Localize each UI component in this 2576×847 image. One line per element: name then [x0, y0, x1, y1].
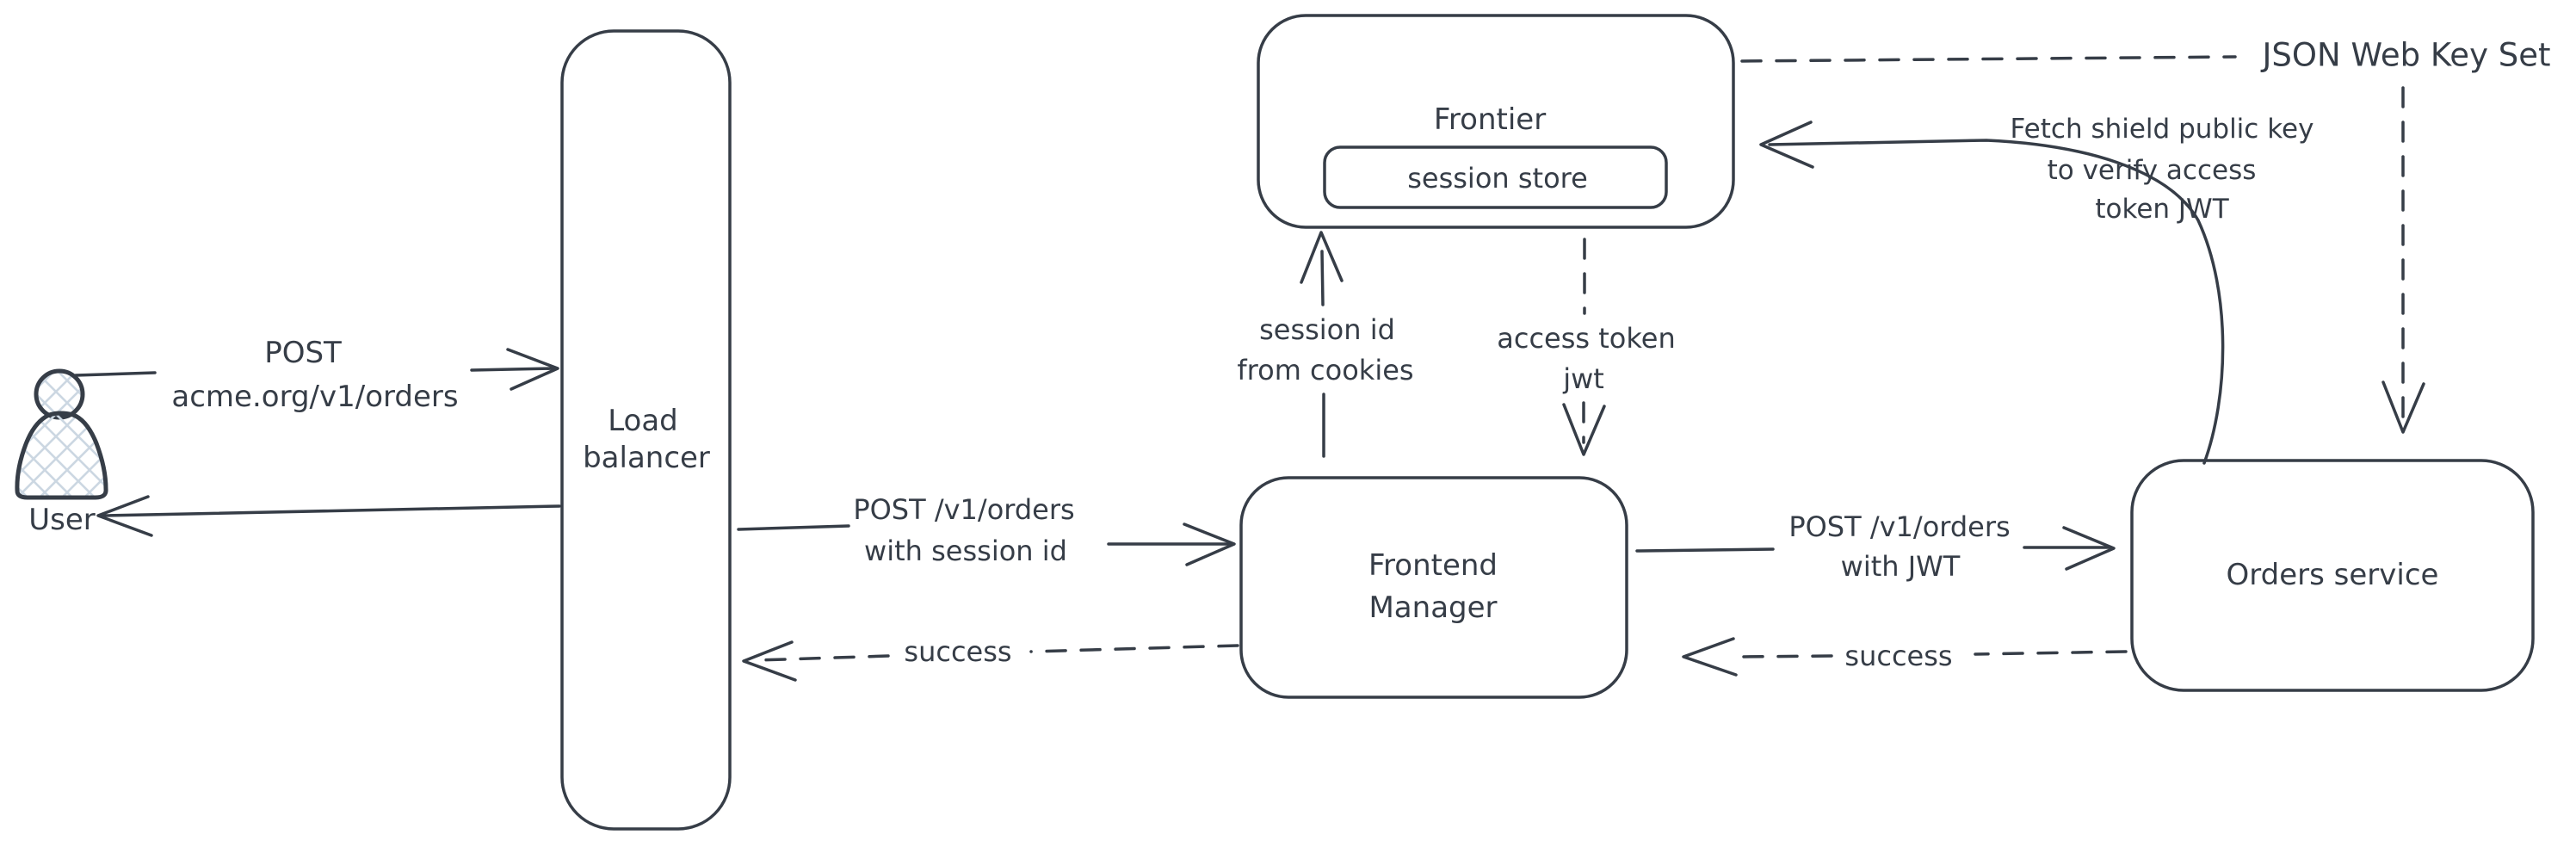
- session-cookies-label-line2: from cookies: [1237, 354, 1413, 386]
- user-body: [15, 411, 108, 500]
- frontend-manager-label-line1: Frontend: [1368, 548, 1498, 583]
- post-jwt-label-line2: with JWT: [1841, 550, 1961, 583]
- post-jwt-label-line1: POST /v1/orders: [1788, 510, 2010, 543]
- arrow-frontend-manager-to-frontier: session id from cookies: [1237, 231, 1414, 458]
- orders-service-label: Orders service: [2227, 558, 2439, 592]
- arrowhead-left: [1759, 121, 1814, 169]
- user-actor: User: [15, 368, 108, 537]
- orders-service-box: [2130, 459, 2535, 692]
- access-token-label-line1: access token: [1497, 322, 1675, 355]
- jwks-annotation: JSON Web Key Set: [1740, 37, 2551, 434]
- frontier-label: Frontier: [1434, 102, 1546, 137]
- frontier-node: Frontier session store: [1257, 14, 1735, 229]
- post-session-label-line1: POST /v1/orders: [853, 493, 1074, 526]
- post-session-label-line2: with session id: [864, 535, 1067, 567]
- user-label: User: [28, 503, 96, 537]
- frontend-manager-node: Frontend Manager: [1239, 476, 1628, 699]
- orders-service-node: Orders service: [2130, 459, 2535, 692]
- arrow-segment: [74, 371, 157, 377]
- arrow-segment: [470, 367, 556, 372]
- load-balancer-label-line1: Load: [608, 404, 678, 438]
- arrowhead-right: [2062, 526, 2116, 571]
- arrow-load-balancer-to-user: [96, 495, 561, 537]
- arrowhead-left: [96, 495, 153, 537]
- success-right-label: success: [1844, 640, 1952, 672]
- fetch-key-label-line1: Fetch shield public key: [2011, 114, 2314, 145]
- arrow-orders-service-to-frontier-fetch-key: Fetch shield public key to verify access…: [1759, 114, 2314, 465]
- fetch-key-label-line3: token JWT: [2095, 194, 2229, 225]
- post-acme-label-line2: acme.org/v1/orders: [171, 380, 458, 414]
- arrow-orders-service-to-frontend-manager-success: success: [1682, 637, 2128, 677]
- arrow-user-to-load-balancer: POST acme.org/v1/orders: [74, 336, 559, 414]
- arrow-frontend-manager-to-load-balancer-success: success: [742, 635, 1239, 682]
- arrowhead-right: [506, 348, 559, 391]
- user-head: [34, 368, 85, 420]
- load-balancer-box: [560, 29, 732, 831]
- arrow-segment: [102, 504, 561, 517]
- arrow-load-balancer-to-frontend-manager: POST /v1/orders with session id: [737, 493, 1236, 567]
- session-store-label: session store: [1407, 162, 1588, 195]
- arrow-segment: [1635, 547, 1775, 553]
- arrow-segment-dashed: [1029, 644, 1239, 653]
- arrow-frontier-to-frontend-manager: access token jwt: [1497, 238, 1676, 456]
- arrow-segment-dashed: [756, 654, 890, 662]
- fetch-key-label-line2: to verify access: [2048, 155, 2257, 186]
- arrowhead-left: [1682, 637, 1738, 677]
- arrow-curve: [1768, 139, 2225, 465]
- success-left-label: success: [904, 635, 1011, 668]
- post-acme-label-line1: POST: [264, 336, 342, 370]
- arrow-segment-dashed: [1974, 650, 2128, 656]
- arrowhead-down: [1562, 403, 1606, 456]
- session-store-box: [1323, 145, 1668, 209]
- arrowhead-down: [2381, 380, 2425, 434]
- load-balancer-node: Load balancer: [560, 29, 732, 831]
- arrow-segment: [737, 524, 850, 531]
- frontend-manager-label-line2: Manager: [1368, 590, 1497, 625]
- jwks-dashed-connector-to-frontier: [1740, 55, 2237, 63]
- session-cookies-label-line1: session id: [1259, 313, 1395, 346]
- arrow-frontend-manager-to-orders-service: POST /v1/orders with JWT: [1635, 510, 2116, 583]
- jwks-label: JSON Web Key Set: [2261, 37, 2551, 74]
- arrow-segment-dashed: [1737, 654, 1833, 658]
- arrowhead-up: [1300, 231, 1344, 284]
- arrow-segment: [1320, 250, 1325, 306]
- frontend-manager-box: [1239, 476, 1628, 699]
- arrowhead-right: [1183, 522, 1236, 566]
- arrowhead-left: [742, 640, 797, 682]
- access-token-label-line2: jwt: [1562, 362, 1604, 395]
- load-balancer-label-line2: balancer: [583, 441, 710, 475]
